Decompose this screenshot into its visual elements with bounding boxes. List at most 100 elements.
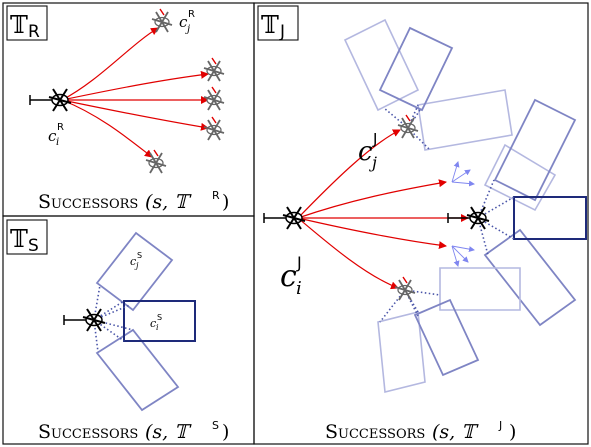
panel-r-tag: 𝕋 R — [6, 5, 48, 42]
panel-j-tag-base: 𝕋 — [261, 11, 279, 39]
svg-text:(s, 𝕋: (s, 𝕋 — [145, 421, 192, 443]
footprint-rectangle — [95, 231, 174, 312]
footprint-rectangle — [417, 89, 513, 151]
heading-arrow — [451, 245, 460, 267]
helicopter-successor-icon — [145, 149, 167, 174]
successor-arrow — [61, 99, 209, 131]
svg-text:i: i — [296, 278, 302, 299]
panel-r-successor-arrows — [61, 27, 209, 158]
panel-r-caption: Successors (s, 𝕋 R ) — [38, 189, 229, 213]
panel-j: 𝕋 J — [253, 2, 589, 445]
successor-arrow — [297, 129, 401, 219]
successor-arrow — [297, 217, 399, 290]
svg-text:Successors: Successors — [38, 191, 138, 213]
panel-j-label-ci: c i J — [280, 253, 302, 299]
reachability-lines — [379, 289, 441, 323]
svg-text:): ) — [222, 421, 229, 443]
panel-j-footprints-center — [477, 98, 587, 327]
panel-r: 𝕋 R c i R c j R — [2, 2, 255, 217]
helicopter-successor-icon — [203, 57, 225, 82]
panel-r-successor-vehicles — [145, 8, 225, 174]
panel-j-successor-arrows — [297, 129, 469, 290]
footprint-rectangle — [95, 328, 180, 412]
panel-s-footprints — [93, 231, 196, 412]
helicopter-icon — [263, 206, 306, 230]
footprint-rectangle — [483, 143, 557, 212]
svg-text:(s, 𝕋: (s, 𝕋 — [432, 421, 479, 443]
footprint-rectangle — [413, 298, 480, 377]
successor-arrow — [297, 217, 447, 250]
svg-text:c: c — [48, 127, 57, 145]
helicopter-successor-icon — [397, 114, 419, 139]
svg-text:): ) — [222, 191, 229, 213]
svg-text:c: c — [179, 13, 188, 31]
panel-s-caption: Successors (s, 𝕋 S ) — [38, 419, 229, 443]
heading-arrow — [451, 245, 475, 253]
svg-text:R: R — [57, 122, 64, 133]
footprint-rectangle — [483, 228, 577, 327]
footprint-rectangle — [377, 310, 426, 394]
footprint-rectangle — [378, 26, 454, 112]
svg-text:j: j — [185, 24, 190, 35]
svg-text:j: j — [134, 261, 139, 270]
svg-text:): ) — [509, 421, 516, 443]
panel-j-tag-sub: J — [279, 22, 285, 42]
footprint-rectangle — [123, 300, 196, 342]
svg-text:J: J — [372, 130, 377, 148]
helicopter-icon — [63, 308, 106, 332]
panel-j-heading-arrows — [451, 161, 475, 267]
panel-s-tag-sub: S — [28, 236, 39, 256]
svg-text:j: j — [369, 153, 377, 172]
heading-arrow — [451, 161, 460, 183]
panel-r-tag-sub: R — [28, 22, 40, 42]
svg-text:S: S — [137, 251, 142, 260]
svg-text:Successors: Successors — [38, 421, 138, 443]
panel-s: 𝕋 S c i S c j S Successors (s, 𝕋 S ) — [2, 215, 255, 445]
svg-text:J: J — [296, 253, 302, 272]
helicopter-icon — [29, 88, 72, 112]
svg-text:R: R — [188, 9, 195, 20]
panel-r-label-cj: c j R — [179, 9, 195, 35]
helicopter-successor-icon — [203, 116, 225, 141]
helicopter-successor-icon — [151, 8, 173, 33]
panel-j-tag: 𝕋 J — [257, 5, 299, 42]
panel-r-label-ci: c i R — [48, 122, 64, 148]
panel-j-label-cj: c j J — [358, 130, 377, 172]
panel-j-caption: Successors (s, 𝕋 J ) — [325, 419, 516, 443]
panel-s-label-ci: c i S — [150, 313, 162, 332]
panel-j-frame — [253, 2, 589, 445]
svg-text:S: S — [212, 419, 219, 432]
panel-r-tag-base: 𝕋 — [10, 11, 28, 39]
helicopter-successor-icon — [394, 276, 416, 301]
svg-text:Successors: Successors — [325, 421, 425, 443]
svg-text:i: i — [156, 323, 159, 332]
svg-text:(s, 𝕋: (s, 𝕋 — [145, 191, 192, 213]
reachability-lines — [477, 179, 515, 256]
footprint-rectangle — [343, 18, 420, 112]
footprint-rectangle — [513, 196, 587, 240]
helicopter-successor-icon — [203, 86, 225, 111]
panel-j-footprints-top — [343, 18, 513, 151]
svg-text:c: c — [150, 317, 156, 330]
svg-text:R: R — [212, 189, 220, 202]
heading-arrow — [451, 245, 469, 263]
helicopter-icon — [447, 206, 490, 230]
heading-arrow — [451, 169, 471, 183]
svg-text:J: J — [498, 419, 502, 432]
svg-text:c: c — [280, 259, 297, 294]
successor-arrow — [61, 27, 159, 101]
panel-s-tag-base: 𝕋 — [10, 225, 28, 253]
successor-arrow — [61, 99, 153, 158]
panel-s-label-cj: c j S — [130, 251, 142, 270]
footprint-rectangle — [439, 267, 521, 311]
successor-arrow — [297, 179, 447, 219]
panel-j-footprints-bottom — [377, 267, 521, 394]
footprint-rectangle — [493, 98, 577, 202]
svg-text:c: c — [130, 255, 136, 268]
svg-text:i: i — [56, 137, 59, 148]
svg-text:c: c — [358, 137, 373, 167]
successor-arrow — [61, 70, 209, 101]
panel-s-tag: 𝕋 S — [6, 219, 48, 256]
svg-text:S: S — [157, 313, 162, 322]
